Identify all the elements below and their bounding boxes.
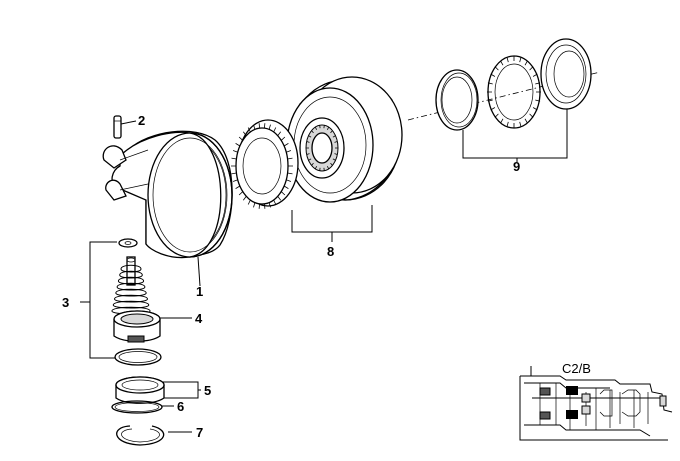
callout-4: 4	[195, 311, 203, 326]
callout-5: 5	[204, 383, 211, 398]
callout-1: 1	[196, 284, 203, 299]
part-9-ring-set	[435, 38, 592, 131]
callout-7: 7	[196, 425, 203, 440]
callout-3: 3	[62, 295, 69, 310]
callout-6: 6	[177, 399, 184, 414]
part-1-brake-band	[102, 130, 233, 259]
part-3-servo-assembly	[111, 238, 162, 366]
callout-2: 2	[138, 113, 145, 128]
inset-transmission-section: C2/B	[519, 361, 673, 441]
bracket-3	[80, 241, 117, 359]
callout-9: 9	[513, 159, 520, 174]
bracket-9	[462, 109, 568, 162]
inset-label: C2/B	[562, 361, 591, 376]
leader-1	[197, 256, 201, 287]
part-8-gear-set	[231, 76, 403, 209]
part-6-seal-ring	[111, 400, 163, 414]
callout-8: 8	[327, 244, 334, 259]
part-2-pin	[113, 115, 137, 139]
part-7-circlip	[116, 425, 165, 446]
bracket-8	[291, 205, 373, 242]
part-5-cover	[115, 376, 165, 404]
bracket-5	[162, 381, 201, 399]
